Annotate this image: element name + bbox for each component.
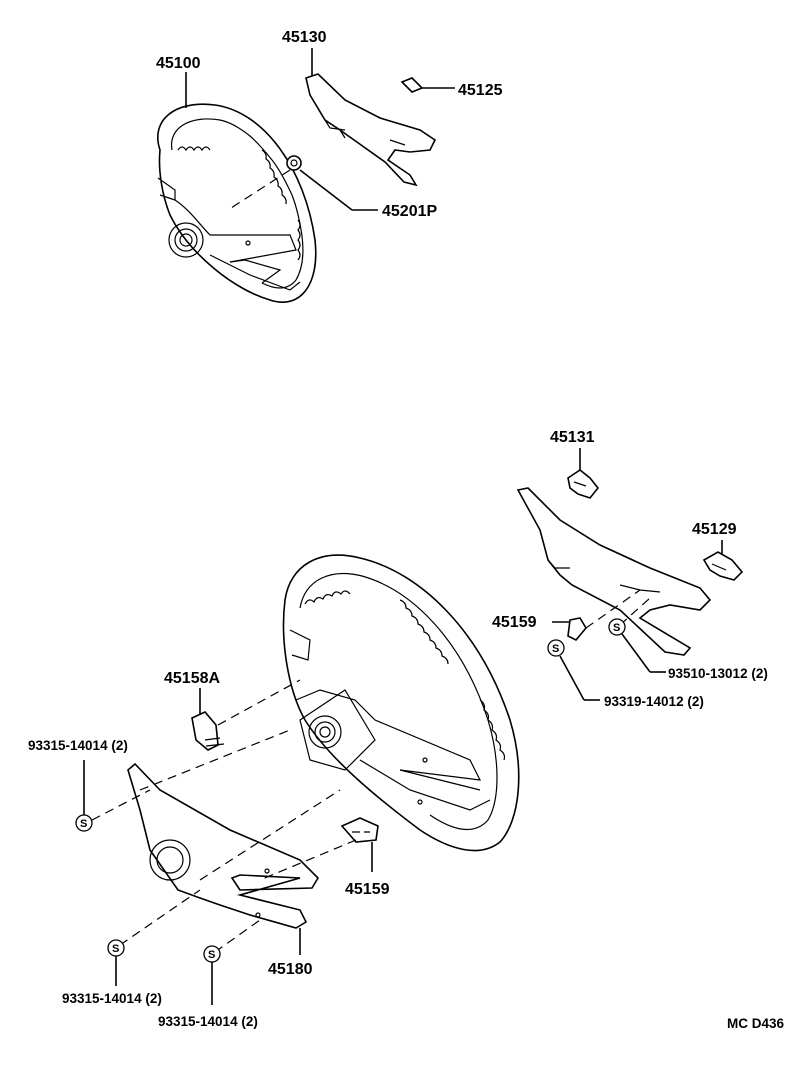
screw-93315-bottom1: S [107,939,125,957]
label-45131: 45131 [550,429,595,446]
screw-93315-bottom2: S [203,945,221,963]
steering-wheel-bottom [282,554,520,852]
label-45130: 45130 [282,29,327,46]
horn-pad-45130 [305,73,437,187]
svg-text:S: S [112,943,119,955]
clip-45158a [191,711,225,751]
label-93319: 93319-14012 (2) [604,694,704,709]
label-45100: 45100 [156,55,201,72]
clip-45131 [567,469,600,499]
svg-text:S: S [613,622,620,634]
screw-93319: S [547,639,565,657]
label-45129: 45129 [692,521,737,538]
diagram-code: MC D436 [727,1016,785,1031]
label-45158a: 45158A [164,670,220,687]
label-93315-bottom1: 93315-14014 (2) [62,991,162,1006]
label-45159-right: 45159 [492,614,537,631]
clip-45129 [702,551,744,581]
svg-text:S: S [208,949,215,961]
label-45125: 45125 [458,82,503,99]
label-93315-left: 93315-14014 (2) [28,738,128,753]
svg-text:S: S [80,818,87,830]
lower-cover-45180 [127,762,320,929]
label-45159-bottom: 45159 [345,881,390,898]
emblem-45125 [400,77,424,93]
label-45180: 45180 [268,961,313,978]
clip-45159-bottom [340,817,379,843]
screw-93315-left: S [75,814,93,832]
clip-45159-right [567,617,587,641]
screw-93510: S [608,618,626,636]
svg-text:S: S [552,643,559,655]
label-45201p: 45201P [382,203,437,220]
steering-wheel-top [157,103,317,303]
label-93510: 93510-13012 (2) [668,666,768,681]
nut-45201p [286,155,302,171]
label-93315-bottom2: 93315-14014 (2) [158,1014,258,1029]
